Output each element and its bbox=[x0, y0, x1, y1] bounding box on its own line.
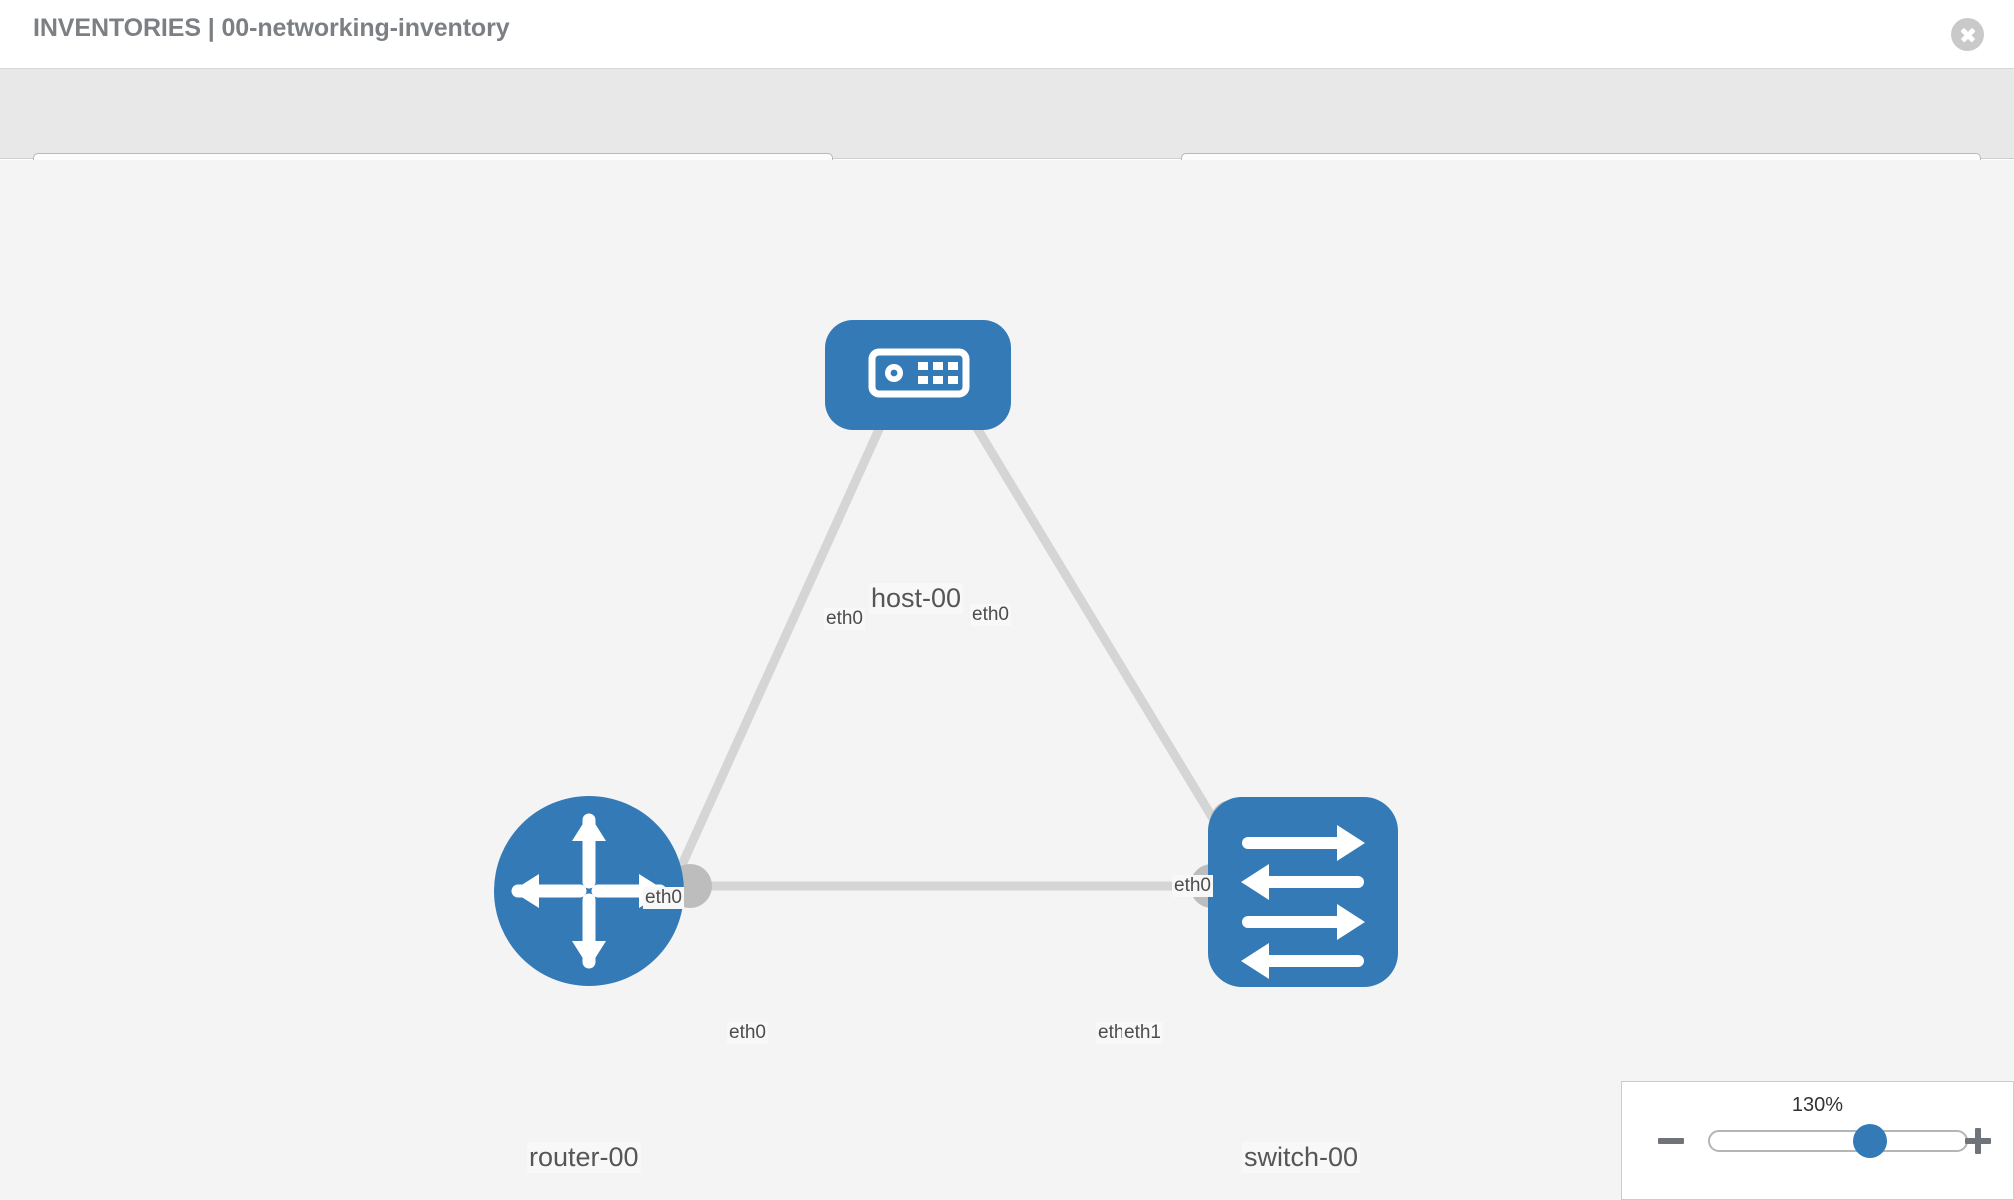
zoom-slider-thumb[interactable] bbox=[1853, 1124, 1887, 1158]
zoom-control: 130% bbox=[1621, 1081, 2014, 1200]
node-label-router-00: router-00 bbox=[527, 1142, 641, 1173]
node-label-host-00: host-00 bbox=[869, 583, 964, 614]
topology-graph bbox=[494, 320, 1398, 987]
node-label-switch-00: switch-00 bbox=[1242, 1142, 1361, 1173]
minus-icon[interactable] bbox=[1658, 1128, 1684, 1154]
page-header: INVENTORIES | 00-networking-inventory bbox=[0, 0, 2014, 69]
zoom-slider-track[interactable] bbox=[1708, 1124, 1968, 1158]
close-icon[interactable] bbox=[1951, 18, 1984, 51]
iface-label-host-eth0-right: eth0 bbox=[970, 604, 1011, 626]
node-switch-00[interactable] bbox=[1208, 797, 1398, 987]
iface-label-switch-eth-clipped: eth bbox=[1096, 1022, 1127, 1044]
iface-label-switch-eth1: eth1 bbox=[1122, 1022, 1163, 1044]
zoom-level-label: 130% bbox=[1791, 1094, 1844, 1116]
page-title: INVENTORIES | 00-networking-inventory bbox=[33, 14, 510, 42]
topology-canvas[interactable]: host-00 router-00 switch-00 eth0 eth0 et… bbox=[0, 160, 2014, 1200]
iface-label-router-eth0-mid: eth0 bbox=[727, 1022, 768, 1044]
plus-icon[interactable] bbox=[1965, 1128, 1991, 1154]
iface-label-switch-eth0-up: eth0 bbox=[1172, 875, 1213, 897]
iface-label-host-eth0-left: eth0 bbox=[824, 608, 865, 630]
link-host-switch[interactable] bbox=[959, 402, 1236, 853]
link-host-router[interactable] bbox=[671, 403, 895, 880]
toolbar: ACTIONS bbox=[0, 69, 2014, 203]
iface-label-router-eth0-up: eth0 bbox=[643, 887, 684, 909]
node-host-00[interactable] bbox=[825, 320, 1011, 430]
